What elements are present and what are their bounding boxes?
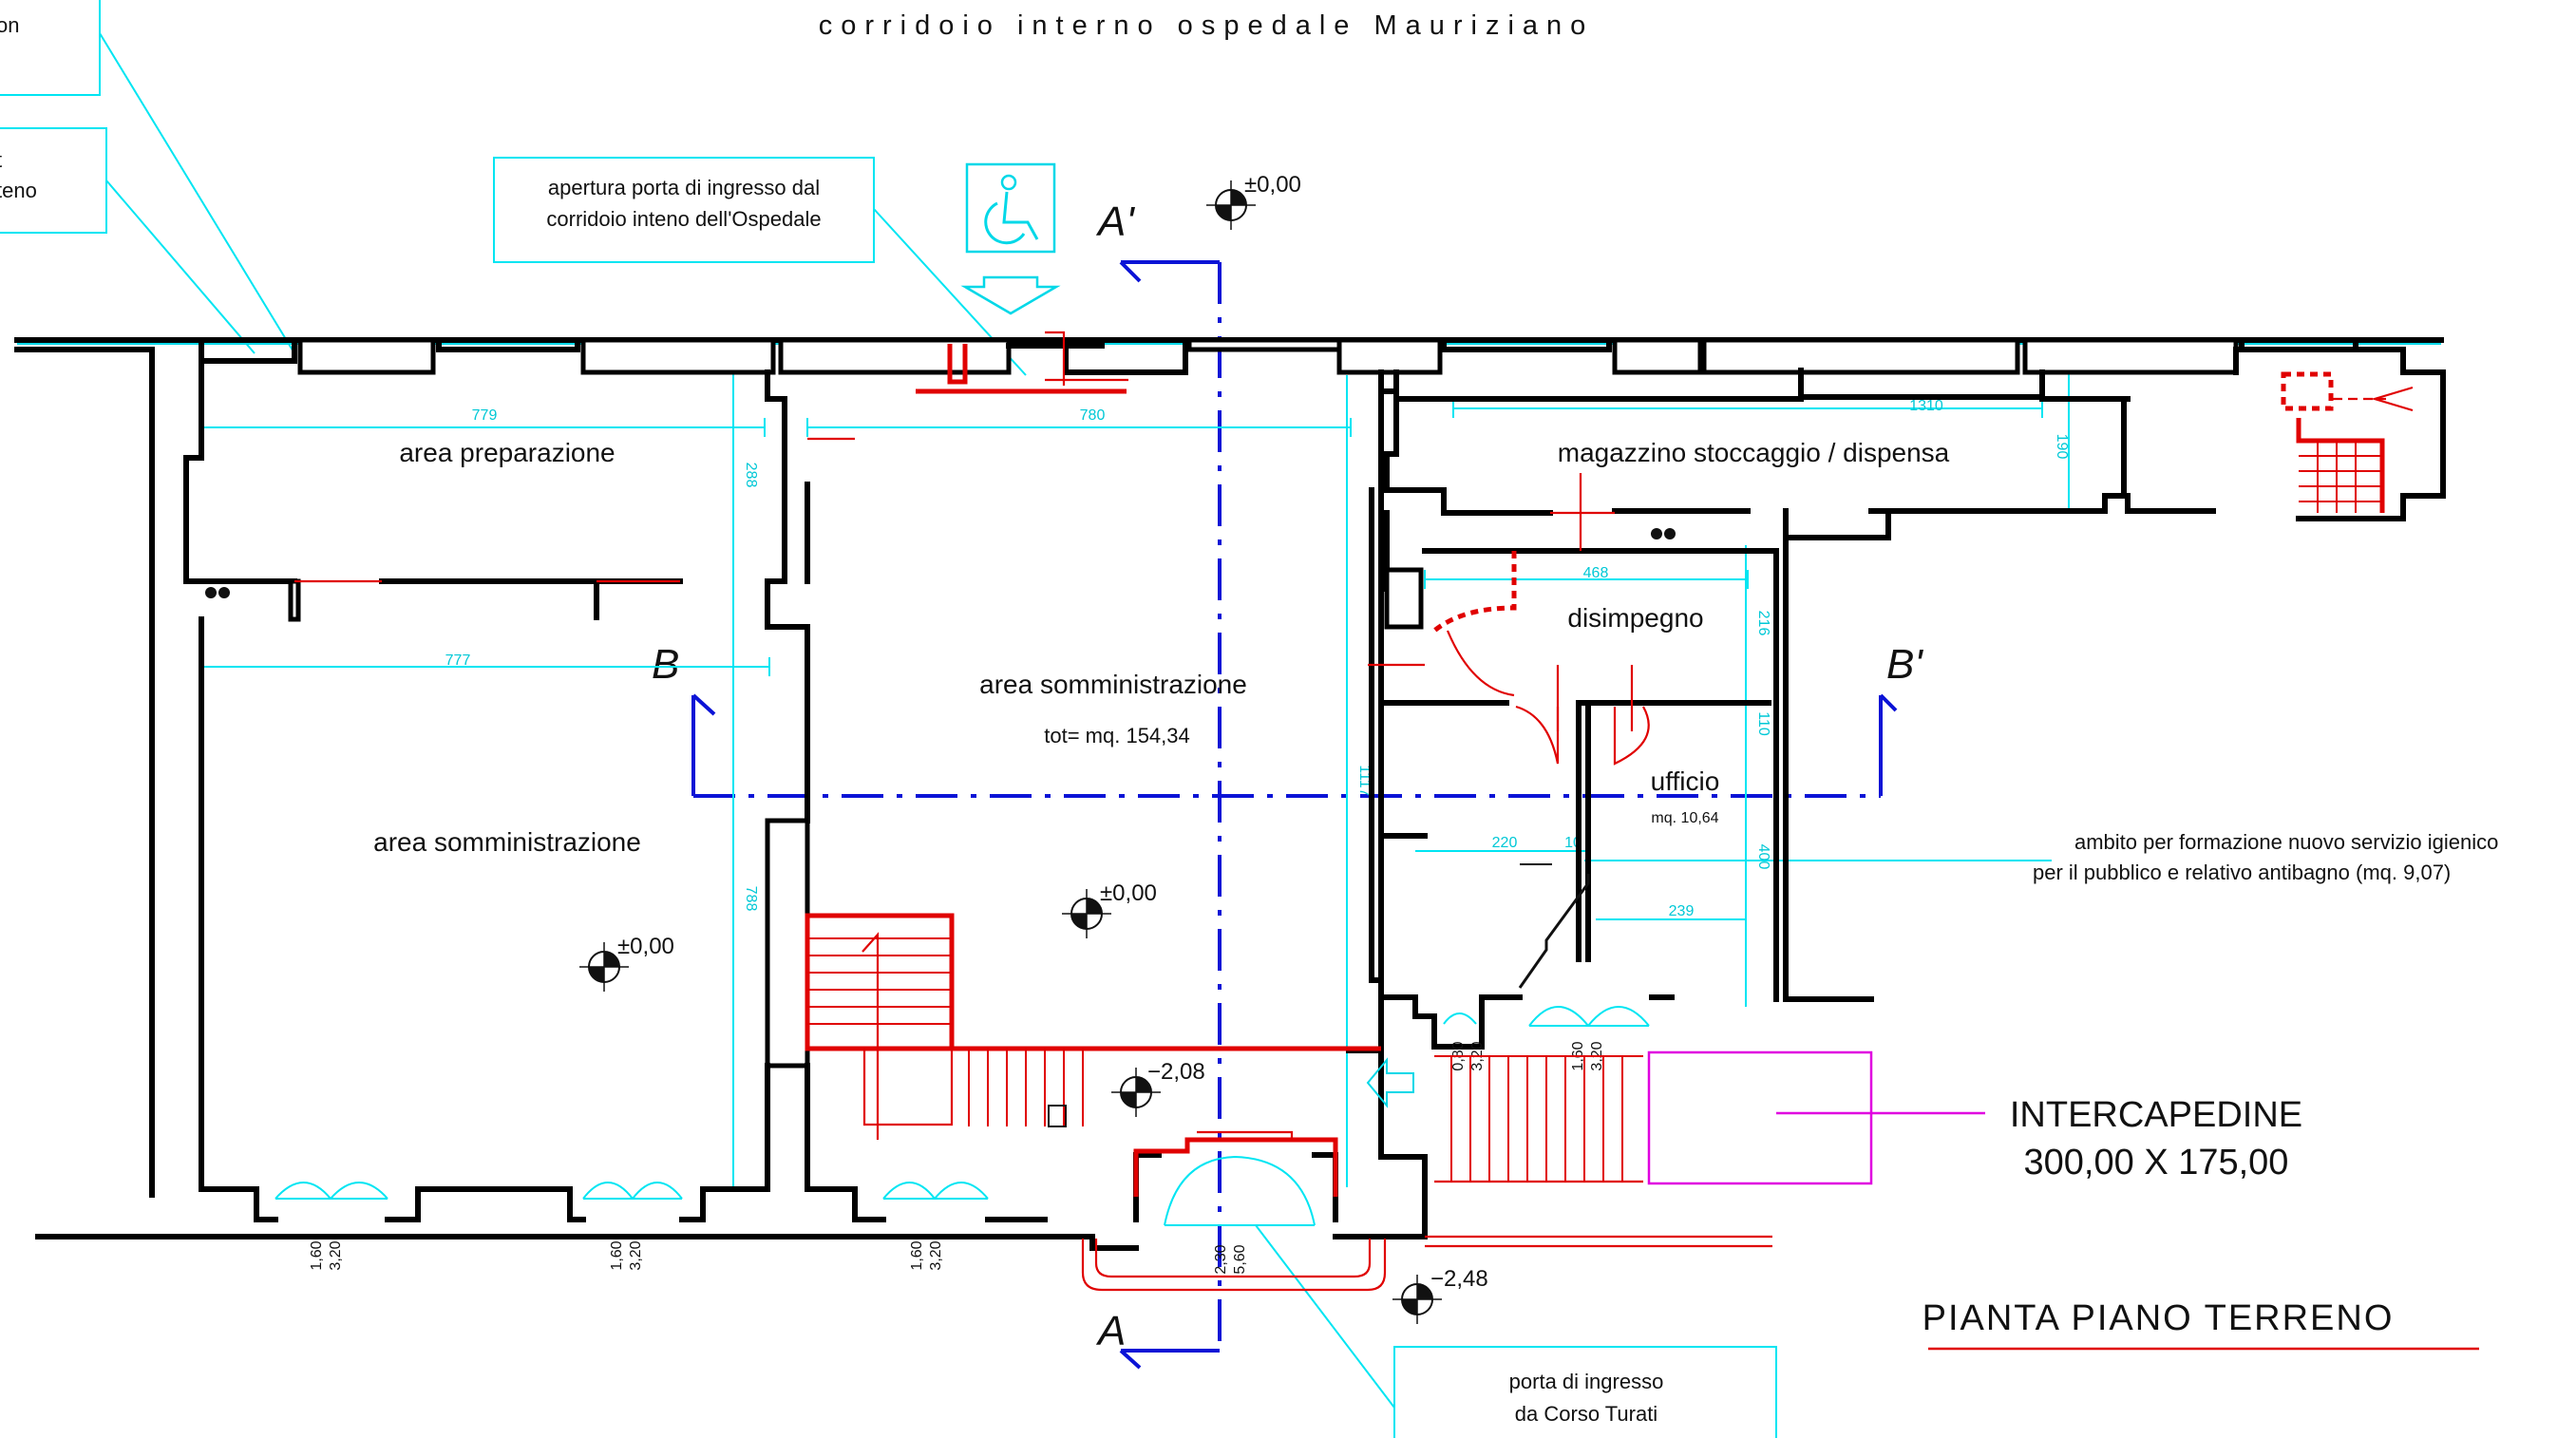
doors xyxy=(275,874,1650,1226)
level-left: ±0,00 xyxy=(617,934,674,959)
wheelchair-icon xyxy=(965,162,1056,254)
door-2-width: 1,60 xyxy=(609,1240,625,1270)
door-4-width: 2,30 xyxy=(1213,1244,1229,1274)
callout-top-left-2: teno xyxy=(0,179,37,202)
red-construction-elements xyxy=(294,331,2414,1292)
dim-prep-width: 779 xyxy=(472,407,498,424)
level-marker-icon xyxy=(1206,180,1256,230)
dim-wc-width: 239 xyxy=(1669,903,1695,919)
level-center: ±0,00 xyxy=(1100,880,1157,906)
level-street: −2,48 xyxy=(1430,1266,1488,1292)
dim-office-height: 110 xyxy=(1755,711,1771,736)
dim-center-height: 1117 xyxy=(1356,765,1373,796)
level-top: ±0,00 xyxy=(1244,172,1301,198)
cavity-outline xyxy=(1647,1050,1985,1185)
cavity-title: INTERCAPEDINE xyxy=(2010,1095,2302,1135)
door-3-width: 1,60 xyxy=(909,1240,925,1270)
dim-admin-left-width: 777 xyxy=(445,653,471,669)
room-office-area: mq. 10,64 xyxy=(1651,810,1718,826)
room-admin-left-label: area somministrazione xyxy=(373,827,641,857)
door-2 xyxy=(582,1178,683,1216)
top-door-callout-line-2: corridoio inteno dell'Ospedale xyxy=(546,207,821,231)
dim-lobby-width: 468 xyxy=(1583,565,1609,581)
room-admin-center-total: tot= mq. 154,34 xyxy=(1044,724,1190,747)
room-prep-label: area preparazione xyxy=(399,438,615,467)
top-left-callouts: on t teno xyxy=(0,0,295,354)
dim-prep-height: 288 xyxy=(743,463,759,488)
door-3 xyxy=(882,1178,989,1216)
door-1 xyxy=(275,1178,388,1216)
dimension-lines xyxy=(199,368,2078,1438)
plan-title: PIANTA PIANO TERRENO xyxy=(1923,1298,2395,1338)
level-stair: −2,08 xyxy=(1147,1059,1205,1085)
left-arrow-icon xyxy=(1366,1057,1414,1108)
section-lines xyxy=(691,260,1898,1370)
dim-storage-width: 1310 xyxy=(1909,398,1943,414)
dim-admin-left-height: 788 xyxy=(743,886,759,912)
room-lobby-label: disimpegno xyxy=(1567,603,1703,633)
door-4-height: 5,60 xyxy=(1232,1244,1248,1274)
door-3-height: 3,20 xyxy=(928,1240,944,1270)
section-b-right-label: B' xyxy=(1886,641,1923,688)
entrance-callout-line-1: porta di ingresso xyxy=(1509,1370,1664,1393)
section-b-left-label: B xyxy=(652,641,679,688)
section-a-top-label: A' xyxy=(1095,199,1135,245)
top-door-callout: apertura porta di ingresso dal corridoio… xyxy=(493,157,1027,376)
dim-lobby-height: 216 xyxy=(1755,611,1771,636)
door-5 xyxy=(1443,1012,1477,1025)
level-marker-icon xyxy=(1111,1068,1161,1117)
door-4 xyxy=(1164,1156,1316,1226)
dim-center-width: 780 xyxy=(1080,407,1106,424)
door-6 xyxy=(1528,988,1650,1037)
level-marker-icon xyxy=(579,942,629,992)
wc-note-line-1: ambito per formazione nuovo servizio igi… xyxy=(2074,830,2498,854)
room-storage-label: magazzino stoccaggio / dispensa xyxy=(1558,438,1950,467)
entrance-callout: porta di ingresso da Corso Turati xyxy=(1393,1346,1777,1438)
down-arrow-icon xyxy=(960,275,1061,315)
dim-wc-height: 400 xyxy=(1755,844,1771,870)
callout-top-left-1: on xyxy=(0,13,19,37)
level-marker-icon xyxy=(1392,1275,1442,1324)
walls xyxy=(14,337,2446,1251)
top-door-callout-line-1: apertura porta di ingresso dal xyxy=(548,176,820,199)
level-marker-icon xyxy=(1062,889,1111,938)
callout-dot: t xyxy=(0,148,2,172)
cavity-size: 300,00 X 175,00 xyxy=(2024,1143,2289,1183)
wc-note-line-2: per il pubblico e relativo antibagno (mq… xyxy=(2033,861,2451,884)
dim-storage-height: 190 xyxy=(2054,434,2070,460)
dim-office-width: 220 xyxy=(1492,835,1518,851)
section-a-bottom-label: A xyxy=(1095,1308,1126,1354)
door-2-height: 3,20 xyxy=(628,1240,644,1270)
corridor-title: corridoio interno ospedale Mauriziano xyxy=(819,10,1595,41)
entrance-callout-line-2: da Corso Turati xyxy=(1515,1402,1657,1426)
room-admin-center-label: area somministrazione xyxy=(979,670,1247,699)
door-1-width: 1,60 xyxy=(309,1240,325,1270)
door-1-height: 3,20 xyxy=(328,1240,344,1270)
room-office-label: ufficio xyxy=(1651,766,1720,796)
